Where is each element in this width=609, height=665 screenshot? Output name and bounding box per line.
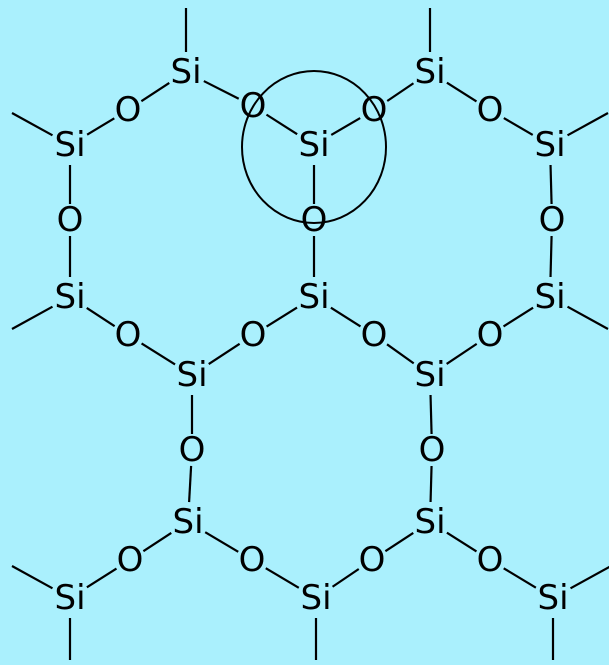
bond-si_m1-o_i [208, 342, 241, 365]
dangling-bond-si_br-up-right [569, 565, 609, 590]
atom-o_a: O [115, 90, 142, 130]
atom-o_r: O [477, 540, 504, 580]
atom-o_k: O [477, 315, 504, 355]
atom-si_m2: Si [414, 355, 445, 395]
bond-si_b2-o_r [446, 531, 478, 553]
atom-si_b2: Si [414, 502, 445, 542]
dangling-bond-si_bl-up-left [11, 565, 54, 590]
atom-si_ll: Si [54, 277, 85, 317]
atom-o_p: O [239, 540, 266, 580]
bond-si_top2-o_d [446, 81, 478, 103]
dangling-bond-si_rl-down-right [566, 305, 609, 330]
atom-si_top1: Si [170, 52, 201, 92]
atom-o_j: O [361, 315, 388, 355]
highlight-circle [241, 70, 387, 224]
atom-o_q: O [359, 540, 386, 580]
atom-o_m: O [419, 430, 446, 470]
bond-o_b-si_c [265, 113, 298, 136]
atom-o_c: O [361, 90, 388, 130]
atom-si_mid: Si [298, 277, 329, 317]
dangling-bond-si_ru-up-right [566, 112, 609, 137]
bond-si_m2-o_k [446, 342, 478, 365]
bond-si_b1-o_p [204, 531, 239, 553]
bond-o_l-si_b1 [188, 465, 193, 503]
atom-o_f: O [301, 200, 328, 240]
bond-o_p-si_bc [265, 567, 300, 589]
bond-o_g-si_rl [549, 235, 553, 278]
atom-o_b: O [240, 86, 267, 126]
atom-o_g: O [539, 200, 566, 240]
atom-si_b1: Si [172, 502, 203, 542]
bond-si_b1-o_n [142, 532, 172, 553]
bond-o_r-si_br [503, 567, 537, 589]
bond-si_ll-o_h [86, 307, 116, 328]
atom-si_bc: Si [300, 578, 331, 618]
highlight-layer [241, 70, 387, 224]
bond-si_c-o_c [330, 117, 361, 136]
atom-o_l: O [179, 430, 206, 470]
atom-si_bl: Si [54, 578, 85, 618]
bond-o_c-si_top2 [386, 82, 415, 102]
atom-o_n: O [117, 540, 144, 580]
bond-o_i-si_mid [265, 306, 298, 328]
bond-o_n-si_bl [86, 567, 118, 589]
bond-o_m-si_b2 [429, 465, 433, 503]
bond-si_top1-o_b [203, 80, 240, 100]
dangling-bond-si_ll-down-left [11, 305, 54, 330]
bond-si_top1-o_a [140, 82, 170, 103]
bond-si_bc-o_q [331, 568, 360, 588]
bond-layer [11, 8, 609, 662]
bond-o_j-si_m2 [386, 343, 415, 365]
atom-si_br: Si [537, 578, 568, 618]
dangling-bond-si_lu-up-left [11, 112, 54, 137]
bond-si_ru-o_g [549, 164, 553, 205]
bond-si_m2-o_m [429, 394, 433, 435]
atom-si_ru: Si [534, 125, 565, 165]
atom-o_h: O [115, 315, 142, 355]
bond-o_q-si_b2 [384, 532, 414, 553]
atom-o_i: O [240, 315, 267, 355]
atom-si_top2: Si [414, 52, 445, 92]
atom-si_lu: Si [54, 125, 85, 165]
atom-si_m1: Si [176, 355, 207, 395]
atom-si_rl: Si [534, 277, 565, 317]
bond-si_mid-o_j [330, 306, 362, 328]
atom-o_d: O [477, 90, 504, 130]
atom-o_e: O [57, 200, 84, 240]
bond-o_k-si_rl [502, 306, 534, 328]
bond-o_a-si_lu [86, 117, 115, 136]
atom-si_c: Si [298, 125, 329, 165]
bond-o_h-si_m1 [140, 342, 176, 366]
bond-o_d-si_ru [503, 117, 534, 136]
